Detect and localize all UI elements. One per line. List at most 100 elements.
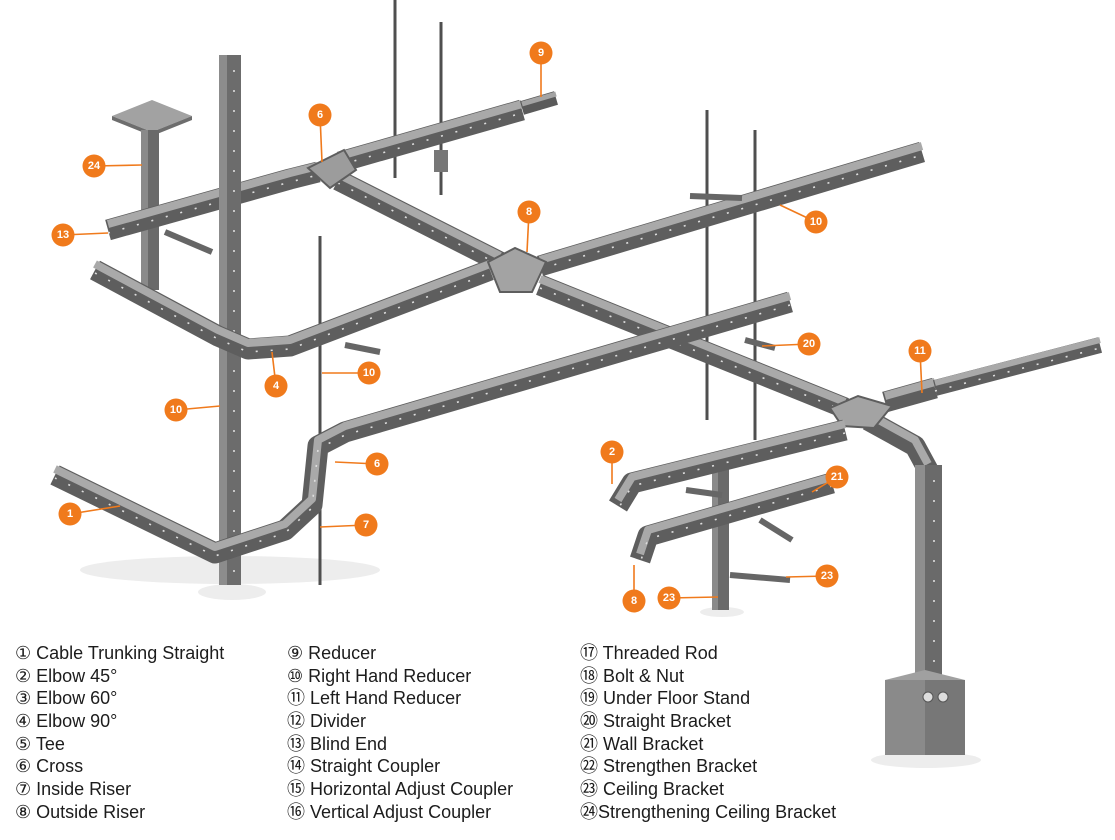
legend-item: ⑲ Under Floor Stand [580, 688, 751, 709]
legend-item: ⑳ Straight Bracket [580, 711, 732, 732]
trunking-junction-upper [306, 148, 358, 190]
callout-label: 10 [170, 404, 182, 416]
callout-6-lower: 6 [334, 452, 389, 476]
legend-item: ⑱ Bolt & Nut [580, 665, 685, 686]
callouts: 9 6 24 13 8 10 20 [51, 41, 932, 613]
bolt-and-nut-clip [434, 150, 448, 172]
legend-item: ㉑ Wall Bracket [580, 733, 704, 754]
shadow-lower-post [700, 607, 744, 617]
legend-item: ① Cable Trunking Straight [15, 643, 225, 663]
straight-bracket [689, 193, 743, 201]
legend-column-1: ① Cable Trunking Straight ② Elbow 45° ③ … [15, 642, 224, 824]
callout-circle [657, 586, 681, 610]
legend-item: ㉒ Strengthen Bracket [580, 756, 758, 777]
straight-bracket [163, 229, 214, 255]
trunking-reducer [522, 94, 556, 108]
legend-item: ④ Elbow 90° [15, 711, 118, 732]
callout-2: 2 [600, 440, 624, 484]
legend-item: ③ Elbow 60° [15, 688, 118, 709]
callout-circle [58, 502, 82, 526]
callout-label: 6 [317, 109, 323, 121]
wall-bracket [685, 487, 723, 498]
ceiling-bracket [729, 572, 791, 583]
callout-label: 1 [67, 508, 73, 520]
callout-circle [164, 398, 188, 422]
callout-circle [797, 332, 821, 356]
callout-circle [365, 452, 389, 476]
legend-column-2: ⑨ Reducer ⑩ Right Hand Reducer ⑪ Left Ha… [287, 642, 513, 824]
callout-circle [51, 223, 75, 247]
legend-column-3: ⑰ Threaded Rod ⑱ Bolt & Nut ⑲ Under Floo… [580, 642, 836, 824]
trunking-cross [486, 246, 548, 293]
floor-box-face [885, 680, 925, 755]
ceiling-plate [112, 100, 192, 132]
legend-item: ⑮ Horizontal Adjust Coupler [287, 779, 514, 800]
legend-item: ⑦ Inside Riser [15, 779, 132, 800]
legend-item: ② Elbow 45° [15, 665, 118, 686]
callout-23-right: 23 [785, 564, 839, 588]
trunking-vertical-riser [915, 465, 942, 680]
callout-8-riser: 8 [622, 565, 646, 613]
callout-24: 24 [82, 154, 143, 178]
callout-10-middle: 10 [322, 361, 381, 385]
callout-label: 9 [538, 47, 544, 59]
floor-box-hole [922, 691, 934, 703]
lower-post-face [712, 455, 718, 610]
legend-item: ⑬ Blind End [287, 733, 388, 754]
trunking-lower-right-run-outside-riser [640, 477, 832, 563]
callout-label: 23 [663, 592, 675, 604]
legend-item: ㉓ Ceiling Bracket [580, 779, 725, 800]
callout-circle [804, 210, 828, 234]
callout-label: 8 [631, 595, 637, 607]
callout-6-top: 6 [308, 103, 332, 163]
callout-label: 2 [609, 446, 615, 458]
strengthening-ceiling-bracket [112, 100, 192, 290]
trunking-right-branch [540, 146, 922, 269]
callout-9: 9 [529, 41, 553, 97]
callout-23-left: 23 [657, 586, 719, 610]
callout-8-cross: 8 [517, 200, 541, 253]
legend-item: ⑨ Reducer [287, 643, 377, 663]
legend-item: ⑧ Outside Riser [15, 801, 146, 822]
callout-7: 7 [319, 513, 378, 537]
callout-circle [529, 41, 553, 65]
callout-13: 13 [51, 223, 109, 247]
legend-item: ⑭ Straight Coupler [287, 756, 441, 777]
callout-label: 4 [273, 380, 280, 392]
callout-label: 20 [803, 338, 815, 350]
callout-circle [264, 374, 288, 398]
callout-label: 8 [526, 206, 532, 218]
shadow-column [198, 584, 266, 600]
callout-circle [908, 339, 932, 363]
legend-item: ⑩ Right Hand Reducer [287, 665, 472, 686]
callout-label: 11 [914, 345, 926, 357]
column-post [219, 55, 241, 585]
straight-bracket [744, 337, 776, 351]
riser-face [915, 465, 925, 680]
callout-10-right: 10 [779, 204, 828, 234]
floor-box-hole [937, 691, 949, 703]
legend-item: ⑪ Left Hand Reducer [287, 688, 462, 709]
lower-support-post [712, 455, 729, 610]
shadow-floor-box [871, 752, 981, 768]
callout-circle [622, 589, 646, 613]
under-floor-stand [885, 670, 965, 755]
callout-4: 4 [264, 351, 288, 398]
wall-bracket [758, 517, 794, 543]
callout-11: 11 [908, 339, 932, 394]
callout-label: 21 [831, 471, 843, 483]
callout-label: 10 [363, 367, 375, 379]
callout-circle [815, 564, 839, 588]
callout-10-left: 10 [164, 398, 221, 422]
legend-item: ㉔Strengthening Ceiling Bracket [580, 801, 837, 822]
legend-item: ⑤ Tee [15, 733, 65, 754]
callout-circle [82, 154, 106, 178]
callout-label: 13 [57, 229, 69, 241]
callout-circle [825, 465, 849, 489]
trunking-diagonal-upper [338, 174, 500, 265]
trunking-top-branch [340, 104, 522, 165]
legend-item: ⑰ Threaded Rod [580, 643, 718, 663]
callout-circle [354, 513, 378, 537]
callout-20: 20 [761, 332, 821, 356]
